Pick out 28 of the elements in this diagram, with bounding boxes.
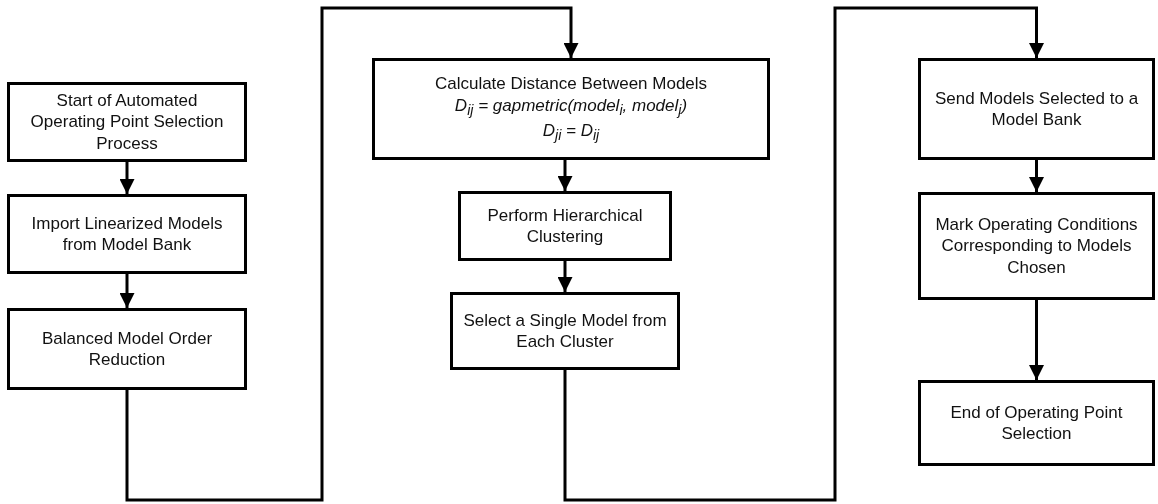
step-text: Perform Hierarchical Clustering bbox=[486, 204, 644, 248]
step-text: Mark Operating Conditions Corresponding to Models Chosen bbox=[934, 214, 1139, 278]
arrow bbox=[119, 162, 135, 194]
arrow bbox=[1029, 300, 1044, 380]
step-text: Calculate Distance Between Models bbox=[434, 73, 708, 95]
arrow bbox=[563, 6, 1044, 502]
process-box bbox=[918, 380, 1155, 466]
process-box bbox=[458, 191, 672, 261]
step-text: Select a Single Model from Each Cluster bbox=[462, 309, 668, 353]
process-box bbox=[372, 58, 770, 160]
process-box bbox=[918, 192, 1155, 300]
arrow bbox=[557, 160, 573, 191]
arrow bbox=[1029, 160, 1044, 192]
formula-text: D$_{ji}$ = D$_{ij}$ bbox=[542, 119, 600, 145]
process-box bbox=[918, 58, 1155, 160]
formula-text: D$_{ij}$ = gapmetric(model$_{i}$, model$_{j}$) bbox=[454, 94, 688, 120]
process-box bbox=[7, 194, 247, 274]
arrow bbox=[119, 274, 135, 308]
process-box bbox=[7, 308, 247, 390]
step-text: Start of Automated Operating Point Selection Process bbox=[29, 90, 225, 154]
step-text: Import Linearized Models from Model Bank bbox=[30, 212, 224, 256]
process-box bbox=[450, 292, 680, 370]
step-text: End of Operating Point Selection bbox=[949, 401, 1124, 445]
process-box bbox=[7, 82, 247, 162]
arrow bbox=[125, 6, 579, 502]
arrow bbox=[557, 261, 573, 292]
step-text: Balanced Model Order Reduction bbox=[40, 327, 214, 371]
step-text: Send Models Selected to a Model Bank bbox=[933, 87, 1140, 131]
